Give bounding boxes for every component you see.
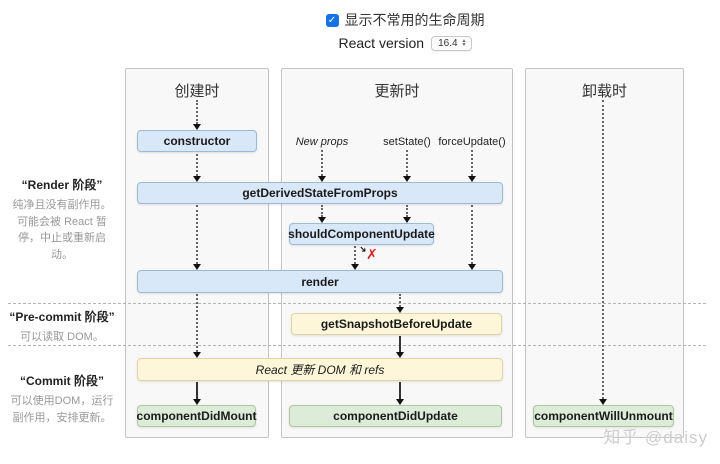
- method-get-snapshot-before-update[interactable]: getSnapshotBeforeUpdate: [291, 313, 502, 335]
- flow-arrow: [399, 294, 401, 307]
- method-render[interactable]: render: [137, 270, 503, 293]
- method-component-did-mount[interactable]: componentDidMount: [137, 405, 257, 427]
- arrowhead-icon: [396, 399, 404, 405]
- phase-render-desc: 纯净且没有副作用。可能会被 React 暂停，中止或重新启动。: [12, 199, 112, 261]
- phase-render: “Render 阶段” 纯净且没有副作用。可能会被 React 暂停，中止或重新…: [4, 176, 120, 263]
- phase-precommit-title: “Pre-commit 阶段”: [9, 310, 115, 324]
- react-version-row: React version 16.4 ▲▼: [100, 35, 710, 51]
- trigger-set-state: setState(): [383, 136, 431, 148]
- arrowhead-icon: [468, 176, 476, 182]
- method-should-component-update[interactable]: shouldComponentUpdate: [288, 223, 435, 245]
- arrowhead-icon: [193, 264, 201, 270]
- arrowhead-icon: [403, 176, 411, 182]
- react-version-select[interactable]: 16.4 ▲▼: [431, 35, 472, 51]
- method-constructor[interactable]: constructor: [137, 130, 257, 152]
- phase-precommit: “Pre-commit 阶段” 可以读取 DOM。: [4, 308, 120, 346]
- phase-commit-desc: 可以使用DOM，运行副作用，安排更新。: [10, 395, 114, 424]
- arrowhead-icon: [318, 217, 326, 223]
- flow-arrow: [196, 205, 198, 264]
- flow-arrow: [196, 100, 198, 124]
- trigger-new-props: New props: [295, 136, 349, 148]
- column-updating: 更新时: [281, 68, 513, 438]
- arrowhead-icon: [468, 264, 476, 270]
- select-stepper-icon: ▲▼: [461, 38, 467, 48]
- arrowhead-icon: [396, 352, 404, 358]
- column-unmounting: 卸载时: [525, 68, 684, 438]
- phase-commit: “Commit 阶段” 可以使用DOM，运行副作用，安排更新。: [4, 372, 120, 426]
- phase-precommit-desc: 可以读取 DOM。: [20, 331, 104, 343]
- arrowhead-icon: [193, 176, 201, 182]
- flow-arrow: [196, 154, 198, 176]
- flow-arrow: [354, 246, 356, 264]
- show-less-common-checkbox[interactable]: ✓: [325, 13, 339, 27]
- arrowhead-icon: [193, 124, 201, 130]
- watermark: 知乎 @daisy: [603, 428, 708, 447]
- react-version-label: React version: [338, 35, 425, 51]
- method-component-will-unmount[interactable]: componentWillUnmount: [533, 405, 674, 427]
- flow-arrow: [471, 150, 473, 176]
- flow-arrow: [321, 150, 323, 176]
- phase-render-title: “Render 阶段”: [21, 178, 103, 192]
- trigger-force-update: forceUpdate(): [438, 136, 506, 148]
- column-updating-title: 更新时: [374, 83, 420, 100]
- column-mounting-title: 创建时: [174, 83, 220, 100]
- precommit-separator-bottom: [8, 345, 706, 346]
- react-updates-dom-step: React 更新 DOM 和 refs: [137, 358, 503, 381]
- method-component-did-update[interactable]: componentDidUpdate: [289, 405, 502, 427]
- flow-arrow: [399, 336, 401, 352]
- flow-arrow: [196, 294, 198, 352]
- flow-arrow: [406, 150, 408, 176]
- flow-arrow: [196, 382, 198, 399]
- column-unmounting-title: 卸载时: [581, 83, 627, 100]
- arrowhead-icon: [193, 399, 201, 405]
- flow-arrow: [471, 205, 473, 264]
- stop-mark-icon: ✗: [366, 246, 378, 262]
- react-version-value: 16.4: [438, 37, 458, 49]
- arrowhead-icon: [599, 399, 607, 405]
- show-less-common-row: ✓ 显示不常用的生命周期: [100, 10, 710, 30]
- header: ✓ 显示不常用的生命周期 React version 16.4 ▲▼: [100, 10, 710, 51]
- show-less-common-label: 显示不常用的生命周期: [344, 12, 485, 28]
- flow-arrow: [399, 382, 401, 399]
- phase-commit-title: “Commit 阶段”: [19, 374, 104, 388]
- arrowhead-icon: [351, 264, 359, 270]
- flow-arrow: [602, 100, 604, 399]
- arrowhead-icon: [403, 217, 411, 223]
- arrowhead-icon: [318, 176, 326, 182]
- precommit-separator-top: [8, 303, 706, 304]
- arrowhead-icon: [396, 307, 404, 313]
- flow-arrow: [321, 205, 323, 217]
- method-get-derived-state-from-props[interactable]: getDerivedStateFromProps: [137, 182, 503, 204]
- flow-arrow: [406, 205, 408, 217]
- arrowhead-icon: [193, 352, 201, 358]
